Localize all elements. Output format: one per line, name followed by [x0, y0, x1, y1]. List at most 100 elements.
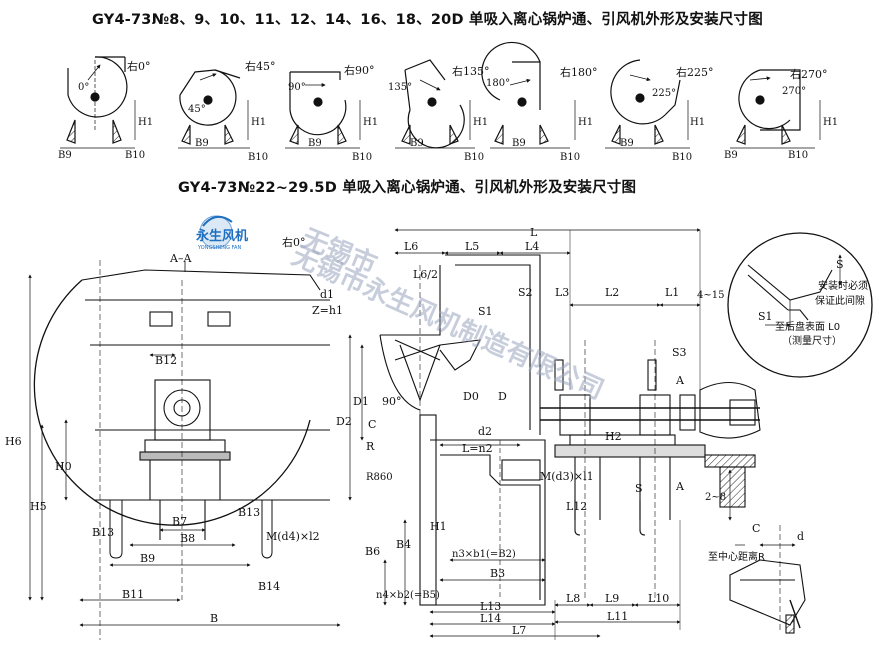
angle-label: 270° — [782, 86, 806, 97]
dim-b10: B10 — [248, 152, 268, 163]
bottom-title: GY4-73№22~29.5D 单吸入离心锅炉通、引风机外形及安装尺寸图 — [178, 180, 637, 196]
detail-note: （测量尺寸） — [782, 334, 842, 347]
orientation-view-225 — [605, 59, 690, 149]
detail-note: 保证此间隙 — [815, 294, 865, 307]
dim-h5: H5 — [30, 500, 47, 513]
dim-z: Z=h1 — [312, 304, 343, 317]
dim-l6-half: L6/2 — [413, 268, 438, 281]
clearance-detail — [727, 232, 873, 378]
dim-l4: L4 — [525, 240, 539, 253]
orientation-view-45 — [178, 69, 250, 149]
orientation-label: 右90° — [344, 63, 375, 77]
orientation-label: 右135° — [452, 64, 490, 78]
dim-b7: B7 — [172, 515, 187, 528]
dim-h2: H2 — [605, 430, 622, 443]
detail-c: C — [752, 522, 760, 535]
angle-90: 90° — [382, 395, 402, 408]
dim-h1: H1 — [578, 117, 593, 128]
dim-n3b1: n3×b1(=B2) — [452, 549, 516, 560]
detail-note: 至后盘表面 L0 — [775, 320, 840, 333]
dim-b: B — [210, 612, 218, 625]
dim-b6: B6 — [365, 545, 380, 558]
dim-b9: B9 — [512, 138, 526, 149]
dim-h0: H0 — [55, 460, 72, 473]
dim-d1: D1 — [353, 395, 369, 408]
dim-b8: B8 — [180, 532, 195, 545]
dim-l10: L10 — [648, 592, 669, 605]
dim-l12: L12 — [566, 500, 587, 513]
dim-b10: B10 — [352, 152, 372, 163]
dim-l9: L9 — [605, 592, 619, 605]
orientation-view-135 — [395, 59, 475, 149]
dim-d2: D2 — [336, 415, 352, 428]
dim-b10: B10 — [125, 150, 145, 161]
dim-l6: L6 — [404, 240, 418, 253]
dim-b4: B4 — [396, 538, 411, 551]
dim-h1: H1 — [138, 117, 153, 128]
dim-m-d3: M(d3)×l1 — [540, 470, 594, 483]
dim-s1: S1 — [478, 305, 493, 318]
dim-b9: B9 — [308, 138, 322, 149]
top-title: GY4-73№8、9、10、11、12、14、16、18、20D 单吸入离心锅炉… — [92, 12, 763, 28]
dim-l11: L11 — [607, 610, 628, 623]
dim-d2-small: d2 — [478, 425, 492, 438]
dim-b12: B12 — [155, 354, 177, 367]
dim-n4b2: n4×b2(=B5) — [376, 590, 440, 601]
dim-l14: L14 — [480, 612, 501, 625]
dim-b9: B9 — [410, 138, 424, 149]
dim-b9: B9 — [58, 150, 72, 161]
dim-l-n2: L=n2 — [462, 442, 493, 455]
dim-l8: L8 — [566, 592, 580, 605]
dim-m-d4: M(d4)×l2 — [266, 530, 320, 543]
dim-h1: H1 — [251, 117, 266, 128]
dim-l: L — [530, 226, 538, 239]
dim-b9: B9 — [620, 138, 634, 149]
logo-subtext: YONGSHENG FAN — [197, 245, 241, 251]
detail-labels: S S1 安装时必须 保证此间隙 至后盘表面 L0 （测量尺寸） — [758, 258, 868, 347]
dim-c: C — [368, 418, 376, 431]
dim-b10: B10 — [464, 152, 484, 163]
angle-label: 225° — [652, 88, 676, 99]
angle-label: 45° — [188, 104, 206, 115]
angle-label: 0° — [78, 82, 89, 93]
orientation-label: 右180° — [560, 65, 598, 79]
orientation-label: 右0° — [127, 59, 151, 73]
dim-h1: H1 — [690, 117, 705, 128]
dim-b9: B9 — [140, 552, 155, 565]
orientation-label: 右270° — [790, 67, 828, 81]
section-mark-a: A — [675, 374, 685, 387]
bolt-detail — [729, 525, 806, 634]
dim-l1: L1 — [665, 286, 679, 299]
orientation-view-90 — [285, 71, 360, 149]
angle-label: 135° — [388, 82, 412, 93]
angle-label: 90° — [288, 82, 306, 93]
dim-d: D — [498, 390, 507, 403]
dim-b13: B13 — [238, 506, 260, 519]
section-label: A–A — [169, 252, 192, 265]
orientation-view-180 — [481, 41, 570, 149]
dim-s3: S3 — [672, 346, 687, 359]
detail-note: 安装时必须 — [818, 279, 868, 292]
dim-h1: H1 — [363, 117, 378, 128]
orientation-views — [60, 41, 821, 149]
detail-r: 至中心距离R — [708, 550, 765, 563]
bolt-detail-labels: C d 至中心距离R — [708, 522, 804, 563]
dim-b10: B10 — [672, 152, 692, 163]
section-view-a-a — [28, 260, 341, 640]
dim-l5: L5 — [465, 240, 479, 253]
dim-b10: B10 — [788, 150, 808, 161]
dim-d0: D0 — [463, 390, 479, 403]
dim-l7: L7 — [512, 624, 526, 637]
dim-s: S — [635, 482, 643, 495]
dim-l3: L3 — [555, 286, 569, 299]
dim-l2: L2 — [605, 286, 619, 299]
orientation-view-270 — [730, 69, 815, 149]
dim-h1: H1 — [473, 117, 488, 128]
dim-h1: H1 — [823, 117, 838, 128]
dim-b14: B14 — [258, 580, 280, 593]
logo-text: 永生风机 — [195, 228, 248, 244]
dim-b9: B9 — [195, 138, 209, 149]
angle-label: 180° — [486, 78, 510, 89]
dim-b13: B13 — [92, 526, 114, 539]
